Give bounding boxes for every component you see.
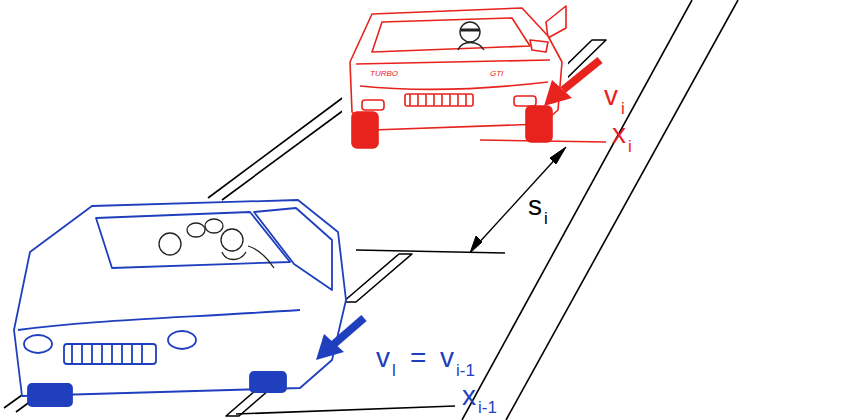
- position-line: [480, 140, 606, 142]
- velocity-arrow: [316, 318, 364, 360]
- red-car: [342, 0, 568, 152]
- subscript-label: i: [628, 138, 632, 155]
- equals-sign: =: [410, 344, 426, 372]
- blue-car: [14, 200, 346, 406]
- subscript-label: i-1: [478, 399, 497, 416]
- subscript-label: i-1: [456, 362, 475, 379]
- lane-dash: [343, 254, 412, 302]
- symbol-label: x: [462, 382, 476, 410]
- subscript-label: i: [621, 100, 625, 117]
- road-edge: [208, 96, 345, 198]
- symbol-label: x: [612, 120, 626, 148]
- subscript-label: l: [392, 362, 396, 379]
- symbol-label: v: [440, 344, 454, 372]
- road-edge: [222, 104, 352, 200]
- gap-arrow: [470, 147, 566, 253]
- velocity-arrow: [544, 60, 600, 106]
- position-line: [236, 406, 455, 414]
- car-lettering: TURBO: [370, 70, 398, 78]
- symbol-label: v: [376, 344, 390, 372]
- subscript-label: i: [544, 210, 548, 227]
- symbol-label: s: [528, 192, 542, 220]
- position-line: [356, 250, 505, 253]
- car-lettering: GTI: [490, 70, 503, 78]
- symbol-label: v: [604, 82, 618, 110]
